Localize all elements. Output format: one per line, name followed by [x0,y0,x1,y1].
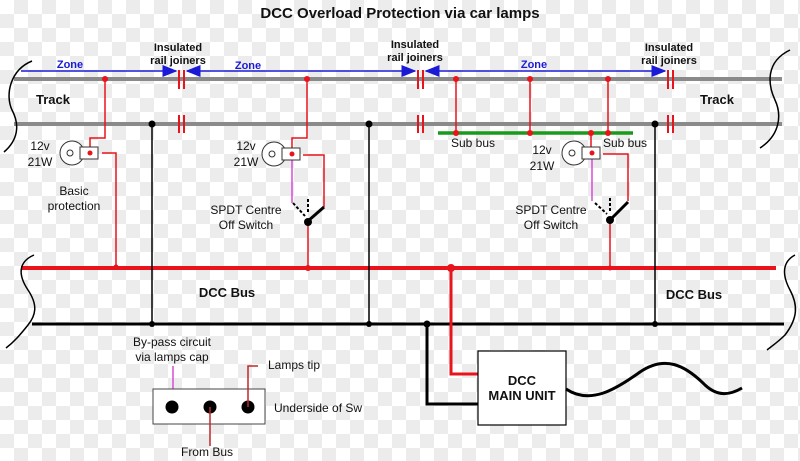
sub-bus-label-2: Sub bus [603,136,647,150]
dcc-main-unit: DCC MAIN UNIT [477,350,567,426]
feeder-lamp-2 [291,79,308,153]
bypass-label-line1: By-pass circuit [133,335,212,349]
switch-underside-legend [152,365,266,446]
main-unit-red-feed [449,268,478,376]
insulated-label-3b: rail joiners [641,55,697,67]
insulated-label-2a: Insulated [391,39,439,51]
track-rails [14,77,782,126]
underside-label: Underside of Sw [274,401,362,415]
lamp-2-voltage: 12v [236,139,255,153]
basic-protection-line1: Basic [59,184,88,198]
lamps-tip-label: Lamps tip [268,358,320,372]
red-feeders [89,79,629,268]
diagram-title: DCC Overload Protection via car lamps [260,5,539,22]
red-junction-dots [102,76,613,272]
lamp-3-voltage: 12v [532,143,551,157]
lamp-1-wattage: 21W [28,155,53,169]
bus-break-left [5,254,36,349]
spdt-1-line2: Off Switch [219,218,273,232]
bus-break-right [766,254,797,351]
spdt-2-line2: Off Switch [524,218,578,232]
spdt-switch-2-icon [594,198,630,224]
joiner-1-top [178,70,185,89]
main-unit-line2: MAIN UNIT [488,388,555,403]
lamp-2-to-switch [303,154,325,207]
spdt-1-line1: SPDT Centre [210,203,281,217]
black-junction-dots [148,120,659,328]
power-cord-icon [565,361,743,398]
lamp-3-icon [561,140,601,166]
spdt-2-line1: SPDT Centre [515,203,586,217]
from-bus-label: From Bus [181,445,233,459]
insulated-label-1b: rail joiners [150,55,206,67]
lamp-2-wattage: 21W [234,155,259,169]
insulated-joiners [178,70,674,133]
joiner-3-bottom [667,115,674,133]
track-break-left [3,60,33,153]
zone-label-1: Zone [57,59,83,71]
dcc-bus-label-left: DCC Bus [199,285,255,300]
feeder-lamp-1 [89,79,106,152]
bypass-terminal [165,400,179,414]
zone-label-3: Zone [521,59,547,71]
basic-protection-line2: protection [48,199,101,213]
black-droppers [151,124,656,324]
sub-bus-label-1: Sub bus [451,136,495,150]
track-break-right [759,49,791,149]
lamp-1-voltage: 12v [30,139,49,153]
bypass-label-line2: via lamps cap [135,350,209,364]
joiner-2-bottom [417,115,424,133]
track-label-left: Track [36,92,71,107]
main-unit-black-feed [425,324,478,406]
joiner-2-top [417,70,424,89]
zone-label-2: Zone [235,60,261,72]
lamp-3-to-switch [603,153,629,201]
lamp-1-to-bus [102,152,117,267]
lamp-1-icon [59,140,99,166]
track-label-right: Track [700,92,735,107]
insulated-label-3a: Insulated [645,42,693,54]
lamp-2-icon [261,141,301,167]
joiner-3-top [667,70,674,89]
insulated-label-1a: Insulated [154,42,202,54]
lamp-3-wattage: 21W [530,159,555,173]
dcc-bus-label-right: DCC Bus [666,287,722,302]
joiner-1-bottom [178,115,185,133]
insulated-label-2b: rail joiners [387,52,443,64]
main-unit-line1: DCC [508,373,537,388]
spdt-switch-1-icon [292,199,325,226]
